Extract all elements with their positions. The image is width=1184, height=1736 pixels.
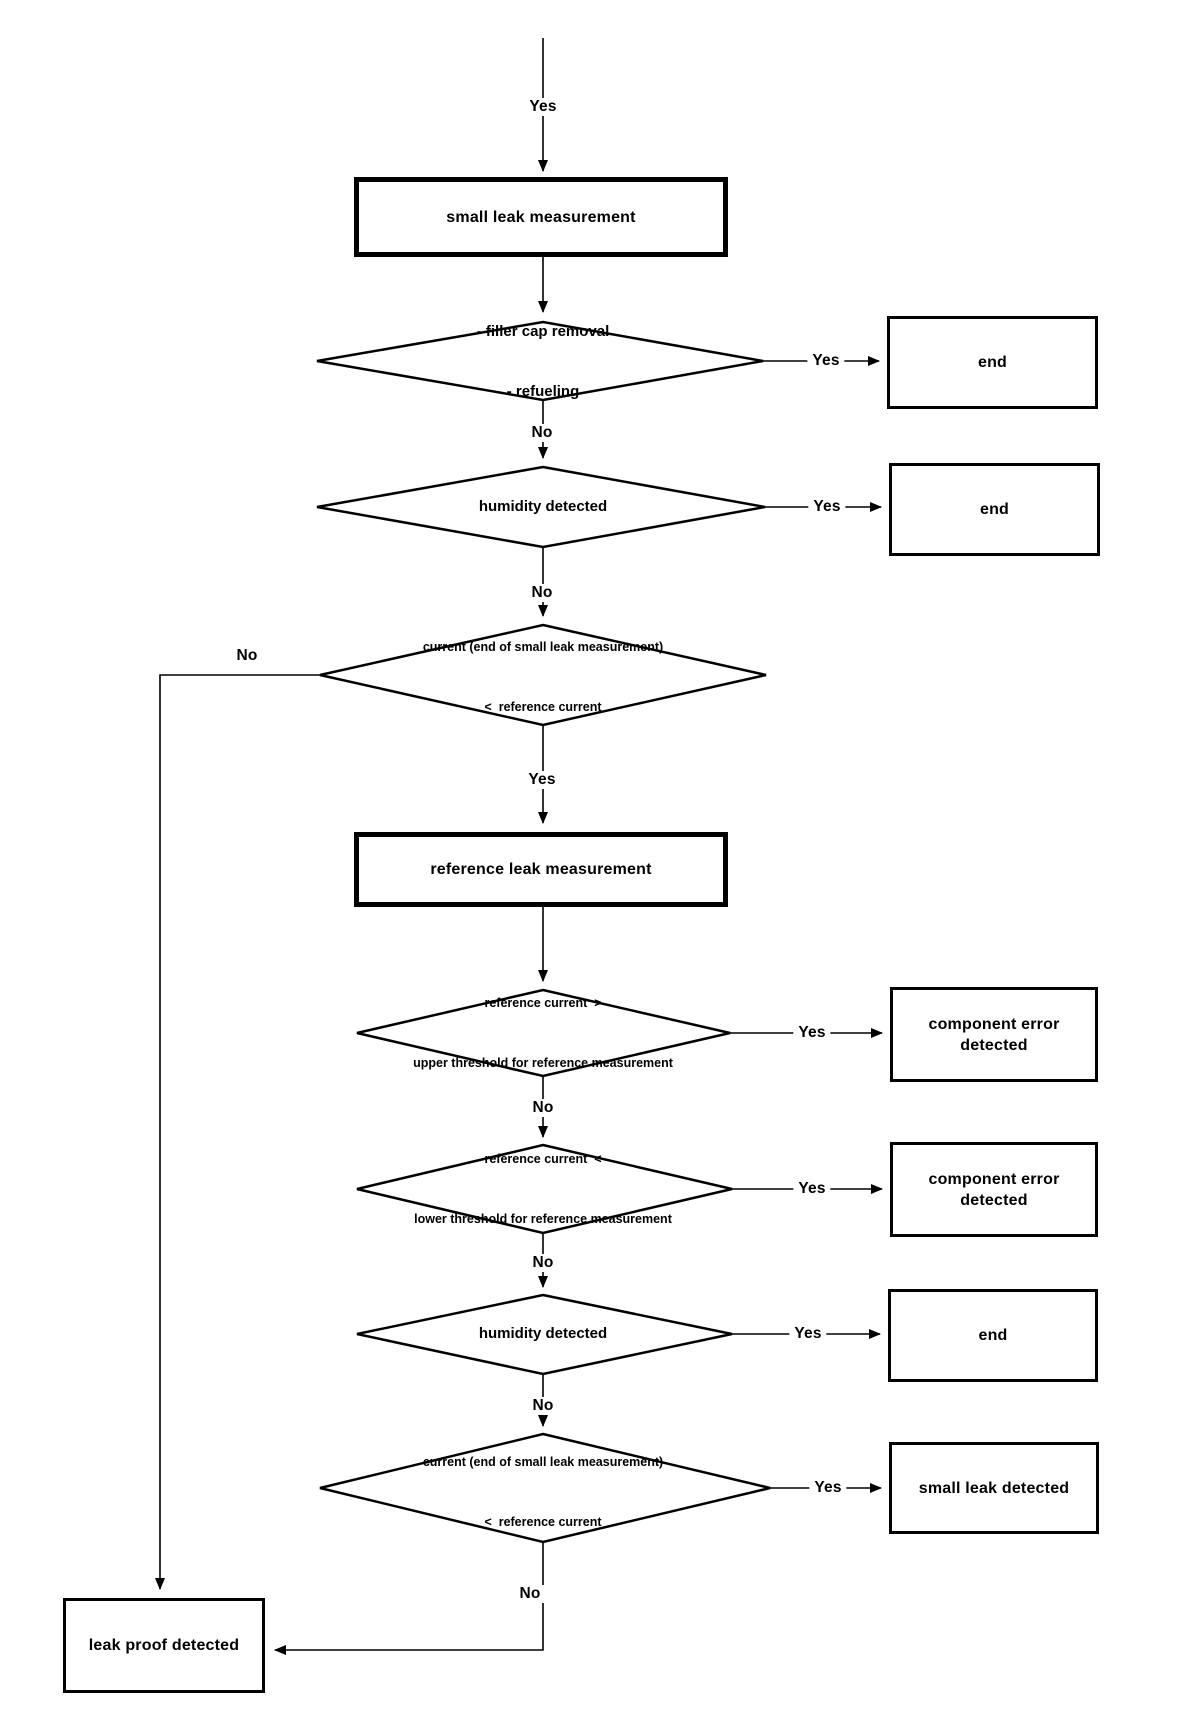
terminal-component-error-1-line1: component error <box>928 1015 1060 1033</box>
diamond-current-vs-reference-2 <box>319 1432 771 1544</box>
terminal-end-3-label: end <box>978 1327 1008 1344</box>
diamond-upper-threshold <box>356 988 731 1078</box>
process-small-leak-measurement-label: small leak measurement <box>446 208 636 226</box>
terminal-end-1-label: end <box>977 354 1008 371</box>
terminal-end-1: end <box>887 316 1098 409</box>
diamond-filler-cap-refueling <box>316 320 764 402</box>
label-d5-yes: Yes <box>793 1180 831 1198</box>
label-d4-no: No <box>527 1099 559 1117</box>
diamond-lower-threshold <box>356 1143 733 1235</box>
terminal-component-error-2-line1: component error <box>928 1170 1060 1188</box>
label-d6-yes: Yes <box>789 1325 827 1343</box>
label-d5-no: No <box>527 1254 559 1272</box>
terminal-leak-proof-detected: leak proof detected <box>63 1598 265 1693</box>
label-d1-yes: Yes <box>807 352 845 370</box>
terminal-component-error-1: component error detected <box>890 987 1098 1082</box>
process-small-leak-measurement: small leak measurement <box>354 177 728 257</box>
terminal-component-error-2-line2: detected <box>960 1191 1028 1209</box>
diamond-humidity-detected-1 <box>316 465 766 549</box>
terminal-end-2: end <box>889 463 1100 556</box>
label-d1-no: No <box>526 424 558 442</box>
label-d7-no: No <box>514 1585 546 1603</box>
label-d7-yes: Yes <box>809 1479 847 1497</box>
terminal-end-3: end <box>888 1289 1098 1382</box>
edge-current1-no-to-leak-proof <box>155 674 320 1590</box>
label-d6-no: No <box>527 1397 559 1415</box>
label-d4-yes: Yes <box>793 1024 831 1042</box>
terminal-component-error-1-line2: detected <box>960 1036 1028 1054</box>
process-reference-leak-measurement: reference leak measurement <box>354 832 728 907</box>
diamond-current-vs-reference-1 <box>319 623 767 727</box>
edge-current2-no-to-leak-proof <box>274 1542 544 1655</box>
process-reference-leak-measurement-label: reference leak measurement <box>430 861 652 878</box>
label-d3-no: No <box>236 647 258 664</box>
label-d2-yes: Yes <box>808 498 846 516</box>
terminal-leak-proof-detected-label: leak proof detected <box>88 1637 240 1654</box>
terminal-small-leak-detected-label: small leak detected <box>918 1479 1070 1497</box>
diamond-humidity-detected-2 <box>356 1293 733 1376</box>
terminal-small-leak-detected: small leak detected <box>889 1442 1099 1534</box>
terminal-end-2-label: end <box>979 501 1010 518</box>
label-start-yes: Yes <box>524 98 562 116</box>
label-d3-yes: Yes <box>523 771 561 789</box>
label-d2-no: No <box>526 584 558 602</box>
terminal-component-error-2: component error detected <box>890 1142 1098 1237</box>
